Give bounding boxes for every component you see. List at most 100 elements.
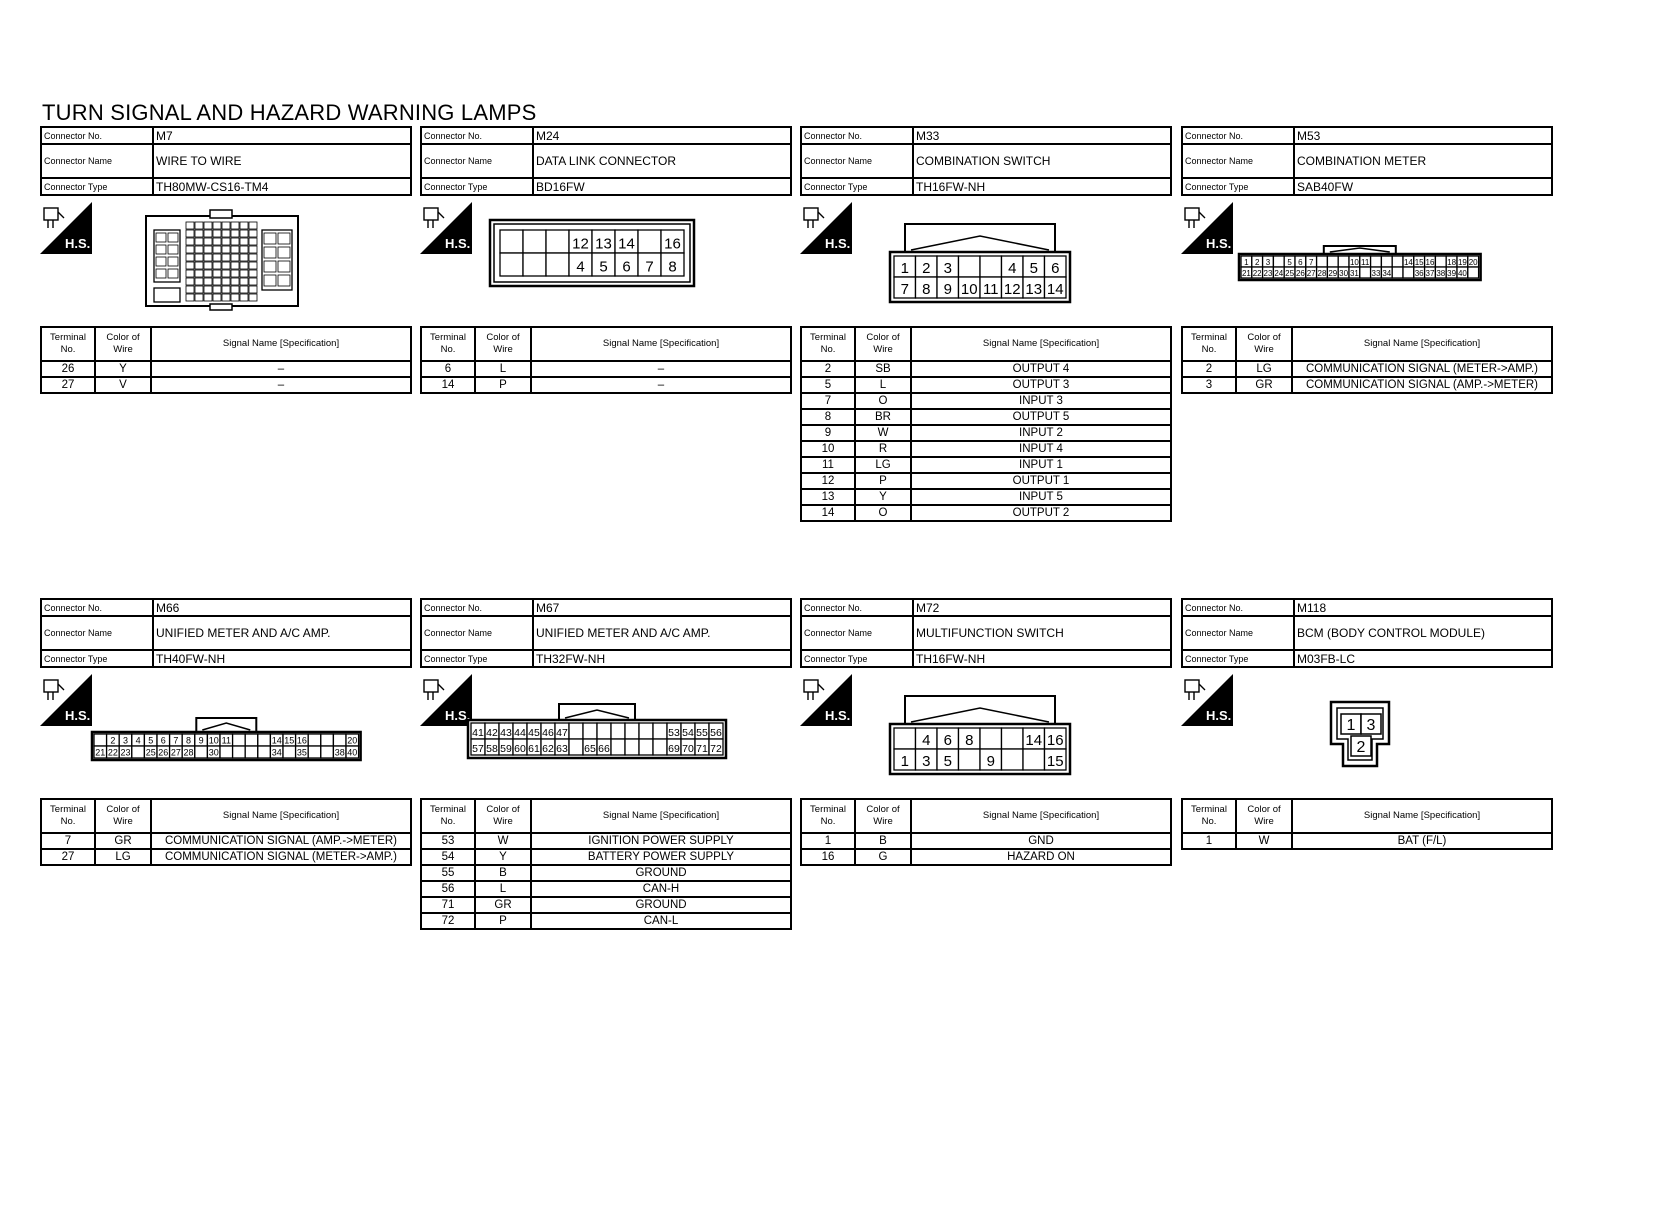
pin-cell [1350,735,1372,757]
signal-name-cell: INPUT 3 [910,392,1172,410]
pin-cell [1359,266,1372,279]
pin-number: 27 [171,748,181,758]
connector-no-value: M72 [912,598,1172,617]
terminal-no-cell: 14 [420,376,476,394]
pin-cell [582,722,598,740]
connector-type-label: Connector Type [420,177,534,196]
signal-name-cell: CAN-L [530,912,792,930]
wire-color-cell: O [854,392,912,410]
pin-cell [1000,727,1024,750]
terminal-no-cell: 56 [420,880,476,898]
terminal-no-cell: 11 [800,456,856,474]
pin-cell [131,745,146,759]
pin-number: 12 [572,235,589,252]
color-of-wire-header: Color of Wire [94,326,152,362]
pin-number: 42 [486,727,498,739]
connector-no-value: M118 [1293,598,1553,617]
connector-no-value: M24 [532,126,792,145]
terminal-no-cell: 7 [40,832,96,850]
pin-number: 34 [272,748,282,758]
pin-cell [93,733,108,747]
connector-type-value: TH16FW-NH [912,649,1172,668]
pin-number: 8 [186,736,191,746]
pin-number: 11 [983,281,999,298]
terminal-no-cell: 5 [800,376,856,394]
signal-name-header: Signal Name [Specification] [1291,798,1553,834]
pin-number: 7 [645,258,653,275]
pin-cell [244,745,259,759]
pin-cell [1315,255,1329,268]
pin-cell [522,252,547,277]
connector-no-value: M33 [912,126,1172,145]
connector-lock-tab [904,695,1056,724]
terminal-no-cell: 14 [800,504,856,522]
wire-color-cell: LG [1235,360,1293,378]
connector-name-value: COMBINATION SWITCH [912,143,1172,179]
hs-triangle [420,674,472,726]
pin-number: 7 [1309,258,1314,267]
connector-no-row: Connector No.M53 [1181,126,1553,145]
pin-cell [957,748,981,771]
hs-triangle [1181,202,1233,254]
pin-number: 16 [664,235,681,252]
connector-name-label: Connector Name [420,143,534,179]
pin-cell [596,722,612,740]
pin-cell [244,733,259,747]
pin-cell [708,738,724,756]
wire-color-cell: L [474,360,532,378]
connector-no-row: Connector No.M24 [420,126,792,145]
harness-side-icon: H.S. [800,674,852,726]
pin-cell [545,252,570,277]
wire-color-cell: O [854,504,912,522]
pin-number: 14 [1404,258,1413,267]
pin-number: 16 [297,736,307,746]
connector-name-value: MULTIFUNCTION SWITCH [912,615,1172,651]
signal-name-cell: – [530,376,792,394]
pin-number: 3 [1367,717,1376,734]
connector-lock-tab [904,223,1056,252]
pin-number: 63 [556,743,568,755]
connector-name-value: DATA LINK CONNECTOR [532,143,792,179]
pin-number: 5 [1287,258,1292,267]
pin-number: 43 [500,727,512,739]
pin-number: 60 [514,743,526,755]
pin-number: 15 [1047,753,1064,770]
connector-name-label: Connector Name [40,615,154,651]
pin-cell [1467,266,1480,279]
pin-number: 30 [1339,269,1348,278]
signal-name-cell: OUTPUT 4 [910,360,1172,378]
connector-type-label: Connector Type [1181,649,1295,668]
wire-color-cell: G [854,848,912,866]
pin-cell [957,255,981,278]
pin-cell [257,733,272,747]
pin-number: 6 [1298,258,1303,267]
connector-type-value: TH80MW-CS16-TM4 [152,177,412,196]
pin-number: 6 [1051,260,1059,277]
pin-cell [231,733,246,747]
